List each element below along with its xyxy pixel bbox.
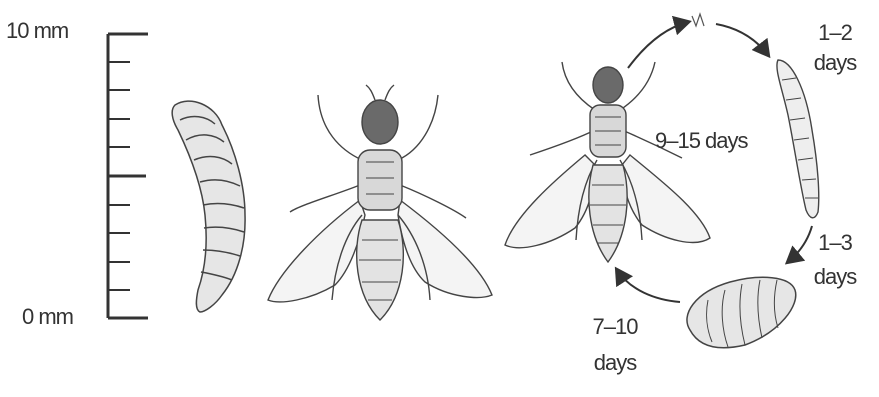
pupa-to-adult-line1: 7–10 bbox=[572, 316, 658, 338]
arrow-pupa-to-adult bbox=[617, 270, 680, 302]
pupa-illustration bbox=[687, 277, 796, 347]
pupa-stage-line1: 1–3 bbox=[800, 232, 870, 254]
adult-stage-label: 9–15 days bbox=[655, 130, 748, 152]
cycle-adult-fly-illustration bbox=[505, 62, 710, 262]
scale-bottom-label: 0 mm bbox=[22, 306, 73, 328]
pupa-to-adult-line2: days bbox=[572, 352, 658, 374]
egg-illustration bbox=[692, 14, 704, 26]
scale-bar bbox=[108, 34, 148, 318]
larva-stage-line2: days bbox=[800, 52, 870, 74]
pupa-to-adult-label: 7–10 days bbox=[572, 316, 658, 374]
pupa-stage-line2: days bbox=[800, 266, 870, 288]
cycle-larva-illustration bbox=[777, 60, 819, 218]
scale-top-label: 10 mm bbox=[6, 20, 68, 42]
adult-fly-illustration bbox=[268, 85, 492, 320]
larva-illustration bbox=[172, 101, 245, 312]
larva-stage-line1: 1–2 bbox=[800, 22, 870, 44]
arrow-egg-to-larva bbox=[716, 24, 768, 55]
arrow-adult-to-egg bbox=[628, 22, 688, 68]
pupa-stage-label: 1–3 days bbox=[800, 232, 870, 288]
larva-stage-label: 1–2 days bbox=[800, 22, 870, 74]
